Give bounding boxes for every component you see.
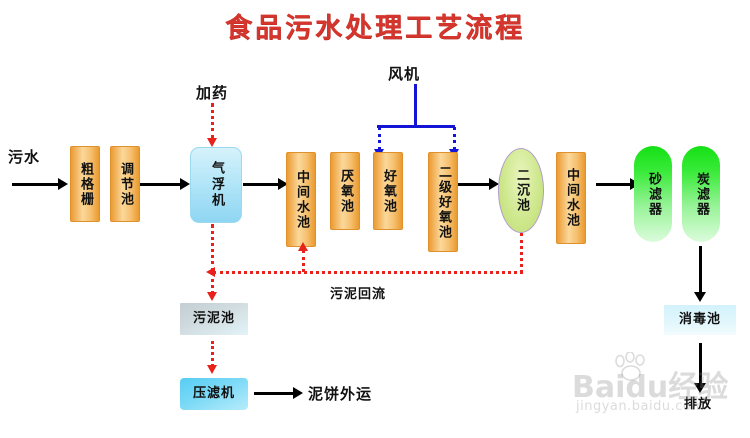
node-anaerobic-tank[interactable]: 厌氧池 — [330, 152, 360, 230]
node-anaerobic-tank-label: 厌氧池 — [338, 168, 354, 214]
node-secondary-aerobic-tank-label: 二级好氧池 — [436, 164, 452, 240]
arrow-regulating-to-flotation-line — [140, 183, 182, 186]
arrow-inflow-line — [12, 183, 60, 186]
arrow-filterpress-to-mudcake-line — [254, 392, 296, 395]
node-sand-filter[interactable]: 砂滤器 — [634, 146, 672, 242]
baidu-paw-icon — [615, 352, 645, 381]
sludge-line-to-sludgetank — [211, 272, 214, 294]
arrow-carbonfilter-to-disinfection-head — [694, 292, 706, 302]
discharge-label: 排放 — [684, 397, 713, 412]
node-aerobic-tank[interactable]: 好氧池 — [373, 152, 403, 230]
node-sludge-tank[interactable]: 污泥池 — [180, 303, 248, 335]
node-intermediate-tank-2-label: 中间水池 — [564, 168, 580, 228]
sludgetank-to-filterpress-line — [211, 341, 214, 367]
dosing-dotted-line — [211, 103, 214, 139]
node-filter-press-label: 压滤机 — [192, 385, 235, 401]
arrow-disinfection-to-discharge-head — [694, 383, 706, 393]
node-secondary-settling-tank-label: 二沉池 — [514, 168, 530, 213]
node-intermediate-tank-1[interactable]: 中间水池 — [286, 152, 316, 247]
blower-bus-line — [377, 125, 455, 128]
node-carbon-filter[interactable]: 炭滤器 — [682, 146, 720, 242]
dosing-label: 加药 — [196, 84, 229, 102]
blower-stem-line — [414, 84, 417, 127]
node-filter-press[interactable]: 压滤机 — [180, 378, 248, 410]
sludgetank-to-filterpress-arrowhead — [207, 365, 217, 374]
sludge-return-line — [213, 271, 523, 274]
node-carbon-filter-label: 炭滤器 — [694, 171, 710, 217]
node-air-flotation-label: 气浮机 — [209, 161, 225, 209]
arrow-carbonfilter-to-disinfection-line — [699, 246, 702, 294]
dosing-arrowhead — [207, 138, 217, 147]
node-coarse-screen-label: 粗格栅 — [78, 161, 94, 207]
node-intermediate-tank-1-label: 中间水池 — [294, 169, 310, 230]
node-sludge-tank-label: 污泥池 — [192, 310, 235, 326]
wastewater-label: 污水 — [8, 148, 41, 166]
sludge-return-label: 污泥回流 — [330, 287, 387, 302]
arrow-regulating-to-flotation-head — [180, 178, 190, 190]
blower-branch-line-right — [453, 127, 456, 150]
arrow-flotation-to-intermediate-line — [243, 183, 281, 186]
sludge-line-from-settling — [520, 233, 523, 273]
node-air-flotation[interactable]: 气浮机 — [190, 147, 242, 223]
arrow-intermediate2-to-sandfilter-line — [596, 183, 634, 186]
blower-label: 风机 — [388, 65, 421, 83]
node-regulating-tank-label: 调节池 — [118, 161, 134, 207]
arrow-aerobic2-to-settling-head — [489, 178, 499, 190]
node-intermediate-tank-2[interactable]: 中间水池 — [556, 152, 586, 244]
blower-branch-line-left — [378, 127, 381, 150]
sludge-line-to-intermediate — [302, 250, 305, 272]
mud-cake-transport-label: 泥饼外运 — [308, 385, 373, 403]
arrow-filterpress-to-mudcake-head — [293, 387, 303, 399]
node-secondary-aerobic-tank[interactable]: 二级好氧池 — [428, 152, 458, 252]
node-coarse-screen[interactable]: 粗格栅 — [70, 146, 100, 222]
node-aerobic-tank-label: 好氧池 — [381, 168, 397, 214]
sludge-to-sludgetank-arrowhead — [207, 292, 217, 301]
arrow-disinfection-to-discharge-line — [699, 343, 702, 385]
arrow-inflow-head — [58, 178, 68, 190]
node-secondary-settling-tank[interactable]: 二沉池 — [498, 148, 544, 233]
node-sand-filter-label: 砂滤器 — [646, 171, 662, 217]
sludge-to-intermediate-arrowhead — [298, 242, 308, 251]
sludge-line-from-flotation — [211, 224, 214, 272]
page-title: 食品污水处理工艺流程 — [225, 13, 525, 44]
arrow-flotation-to-intermediate-head — [278, 178, 288, 190]
arrow-aerobic2-to-settling-line — [455, 183, 493, 186]
sludge-return-arrowhead — [206, 267, 215, 277]
node-disinfection-tank[interactable]: 消毒池 — [664, 305, 736, 335]
node-regulating-tank[interactable]: 调节池 — [110, 146, 140, 222]
node-disinfection-tank-label: 消毒池 — [678, 311, 721, 327]
